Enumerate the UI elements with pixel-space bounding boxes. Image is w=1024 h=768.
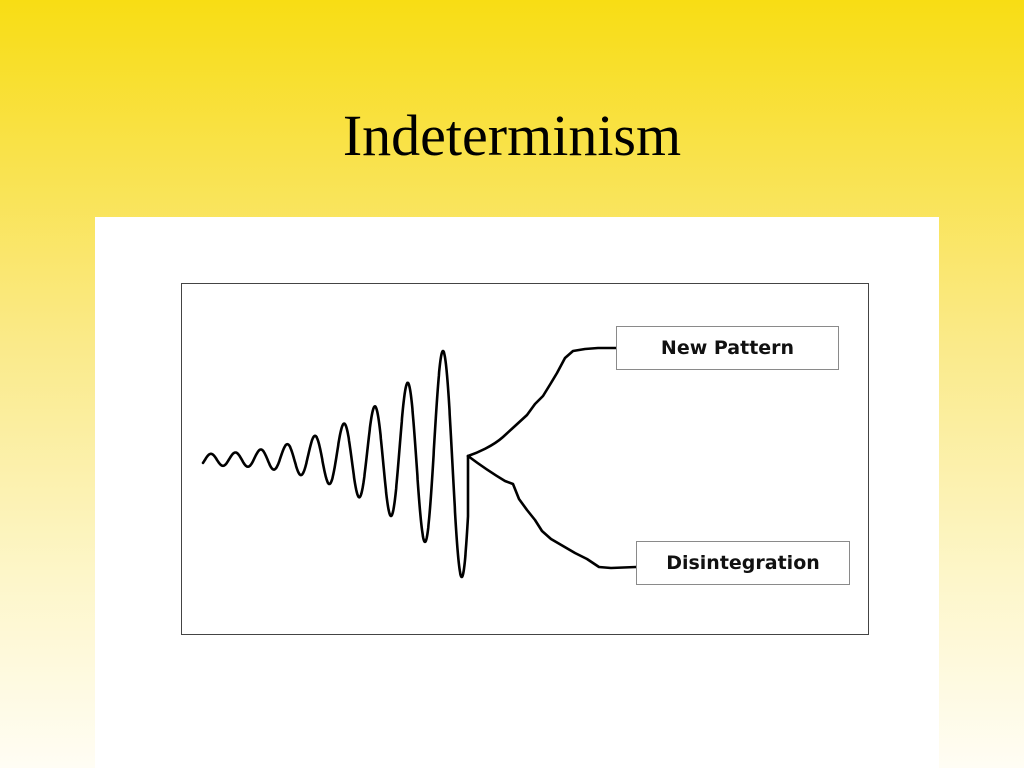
- disintegration-label: Disintegration: [636, 541, 850, 585]
- branch-disintegration: [466, 454, 638, 570]
- figure-panel: New Pattern Disintegration: [95, 217, 939, 768]
- bifurcation-diagram: [201, 346, 638, 579]
- slide-title: Indeterminism: [342, 103, 682, 168]
- branch-new-pattern: [466, 346, 618, 458]
- oscillation-curve: [201, 349, 470, 579]
- new-pattern-label: New Pattern: [616, 326, 839, 370]
